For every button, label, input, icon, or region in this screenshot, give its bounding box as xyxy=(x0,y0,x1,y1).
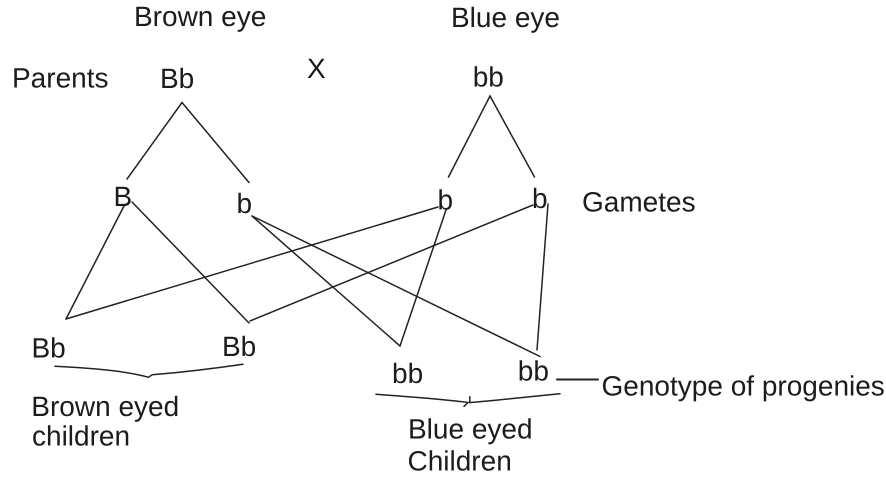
svg-text:X: X xyxy=(307,53,326,84)
svg-text:Brown eye: Brown eye xyxy=(134,1,266,32)
svg-text:Gametes: Gametes xyxy=(582,186,696,217)
svg-text:B: B xyxy=(114,181,133,212)
svg-text:b: b xyxy=(237,188,253,219)
svg-text:Bb: Bb xyxy=(222,331,256,362)
svg-text:Blue eye: Blue eye xyxy=(451,2,560,33)
svg-text:Brown eyed: Brown eyed xyxy=(31,391,179,422)
svg-text:b: b xyxy=(438,185,454,216)
svg-text:bb: bb xyxy=(473,62,504,93)
svg-text:Genotype of progenies: Genotype of progenies xyxy=(602,371,885,402)
svg-text:bb: bb xyxy=(518,356,549,387)
svg-text:Blue eyed: Blue eyed xyxy=(408,413,533,444)
svg-text:Children: Children xyxy=(408,445,512,476)
svg-text:b: b xyxy=(532,183,548,214)
svg-text:Bb: Bb xyxy=(160,63,194,94)
svg-text:Parents: Parents xyxy=(12,63,109,94)
svg-text:bb: bb xyxy=(392,358,423,389)
svg-text:children: children xyxy=(32,420,130,451)
svg-text:Bb: Bb xyxy=(32,333,66,364)
